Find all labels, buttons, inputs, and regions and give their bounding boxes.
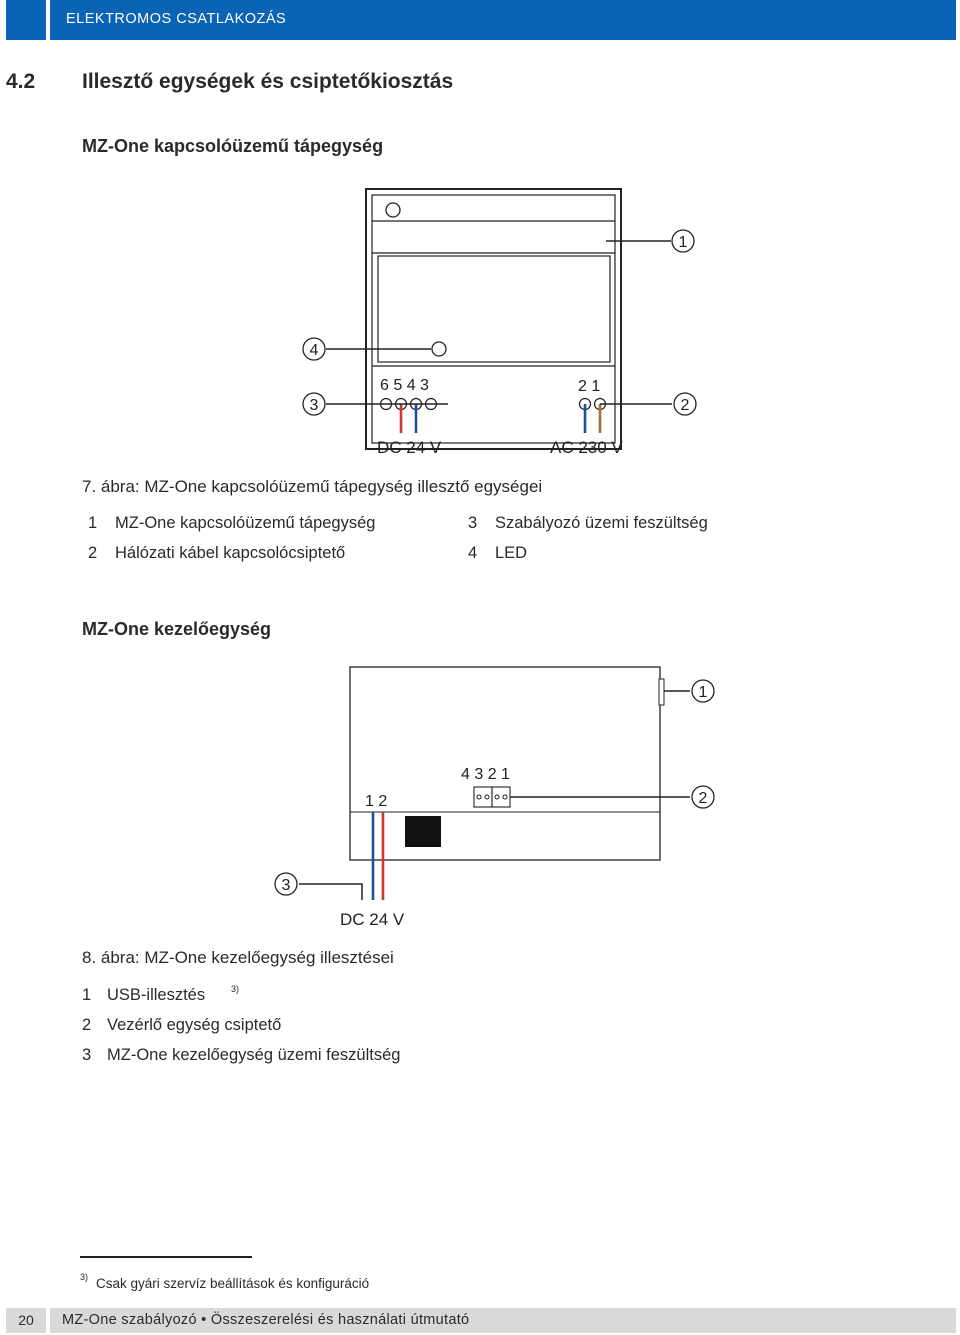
legend-7-num-3: 3	[468, 514, 478, 532]
header-left-block	[6, 0, 46, 40]
cu-terminal-numbers-right: 4 3 2 1	[461, 766, 510, 783]
page-number: 20	[6, 1308, 46, 1333]
header-title: ELEKTROMOS CSATLAKOZÁS	[66, 11, 287, 27]
cu-dc-voltage-label: DC 24 V	[340, 910, 405, 929]
legend-8-text-2: Vezérlő egység csiptető	[107, 1016, 282, 1034]
legend-7-text-4: LED	[495, 544, 528, 562]
led-icon	[431, 341, 447, 357]
power-supply-inner-frame	[371, 194, 616, 444]
cu-terminal-numbers-left: 1 2	[365, 793, 387, 810]
section-title: Illesztő egységek és csiptetőkiosztás	[82, 70, 454, 93]
power-supply-housing	[365, 188, 622, 450]
control-unit-diagram: 1 2 3 4 3 2 1 1 2 DC 24 V	[274, 666, 715, 929]
header-bar: ELEKTROMOS CSATLAKOZÁS	[50, 0, 956, 40]
legend-8-num-3: 3	[82, 1046, 92, 1064]
figure-7-caption: 7. ábra: MZ-One kapcsolóüzemű tápegység …	[82, 477, 543, 496]
ac-voltage-label: AC 230 V	[550, 438, 623, 457]
legend-8-num-1: 1	[82, 986, 92, 1004]
power-supply-heading: MZ-One kapcsolóüzemű tápegység	[82, 136, 384, 156]
cu-callout-1-label: 1	[699, 684, 708, 701]
callout-1-icon	[671, 229, 695, 253]
footnote-separator	[80, 1256, 252, 1258]
legend-7-text-1: MZ-One kapcsolóüzemű tápegység	[115, 514, 376, 532]
terminal-numbers-dc: 6 5 4 3	[380, 377, 429, 394]
legend-8-text-1: USB-illesztés	[107, 986, 206, 1004]
callout-3-icon	[302, 392, 326, 416]
dc-voltage-label: DC 24 V	[377, 438, 442, 457]
control-unit-heading: MZ-One kezelőegység	[82, 619, 272, 639]
cu-callout-2-label: 2	[699, 790, 708, 807]
control-unit-chip	[405, 816, 441, 847]
callout-1-label: 1	[679, 234, 688, 251]
legend-7-num-1: 1	[88, 514, 98, 532]
footnote-text: Csak gyári szervíz beállítások és konfig…	[96, 1276, 370, 1291]
callout-2-icon	[673, 392, 697, 416]
power-supply-screw-icon	[385, 202, 401, 218]
legend-8-num-2: 2	[82, 1016, 92, 1034]
callout-3-label: 3	[310, 397, 319, 414]
cu-callout-1-icon	[691, 679, 715, 703]
footnote-marker: 3)	[80, 1272, 89, 1282]
footer-bar: MZ-One szabályozó • Összeszerelési és ha…	[50, 1308, 956, 1333]
legend-8-text-3: MZ-One kezelőegység üzemi feszültség	[107, 1046, 401, 1064]
figure-8-caption: 8. ábra: MZ-One kezelőegység illesztései	[82, 948, 394, 967]
legend-7-num-2: 2	[88, 544, 98, 562]
legend-7-text-2: Hálózati kábel kapcsolócsiptető	[115, 544, 346, 562]
power-supply-front-panel	[377, 255, 611, 363]
callout-4-label: 4	[310, 342, 319, 359]
legend-7-text-3: Szabályozó üzemi feszültség	[495, 514, 708, 532]
footer-title: MZ-One szabályozó • Összeszerelési és ha…	[62, 1312, 470, 1328]
legend-8-footnote-marker: 3)	[231, 984, 240, 994]
terminal-numbers-ac: 2 1	[578, 378, 600, 395]
legend-7-num-4: 4	[468, 544, 478, 562]
callout-4-icon	[302, 337, 326, 361]
cu-callout-3-icon	[274, 872, 298, 896]
usb-port-icon	[658, 678, 665, 706]
control-unit-housing	[349, 666, 661, 861]
callout-2-label: 2	[681, 397, 690, 414]
cu-callout-2-icon	[691, 785, 715, 809]
cu-callout-3-label: 3	[282, 877, 291, 894]
section-number: 4.2	[6, 70, 36, 93]
